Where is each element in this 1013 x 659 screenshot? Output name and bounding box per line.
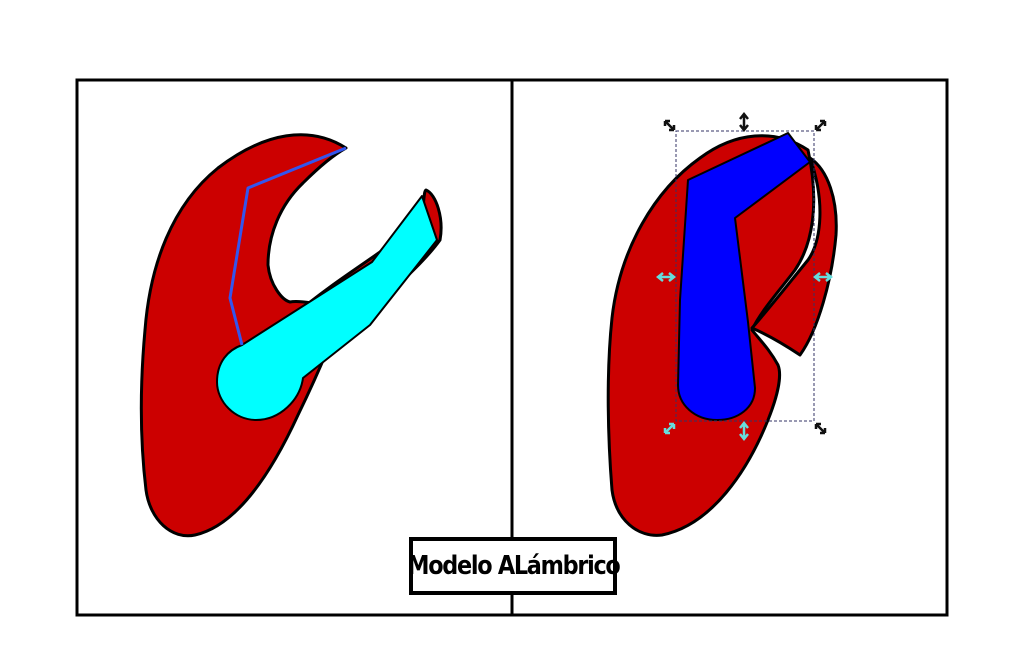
handle-top-left[interactable] — [663, 119, 676, 132]
handle-top-middle[interactable] — [739, 111, 749, 133]
caption-box: Modelo ALámbrico — [406, 537, 621, 595]
left-wire-line — [228, 146, 347, 346]
right-blue-overlay — [677, 132, 811, 421]
handle-middle-left[interactable] — [655, 272, 677, 282]
handle-bottom-left[interactable] — [663, 422, 676, 435]
handle-middle-right[interactable] — [812, 272, 834, 282]
selection-box — [675, 130, 815, 422]
left-red-shape — [139, 133, 348, 538]
left-panel — [139, 133, 443, 538]
left-cyan-overlay — [216, 195, 438, 421]
handle-top-right[interactable] — [814, 119, 827, 132]
handle-bottom-right[interactable] — [814, 422, 827, 435]
caption-label: Modelo ALámbrico — [406, 551, 621, 581]
handle-bottom-middle[interactable] — [739, 420, 749, 442]
right-panel — [606, 111, 838, 537]
